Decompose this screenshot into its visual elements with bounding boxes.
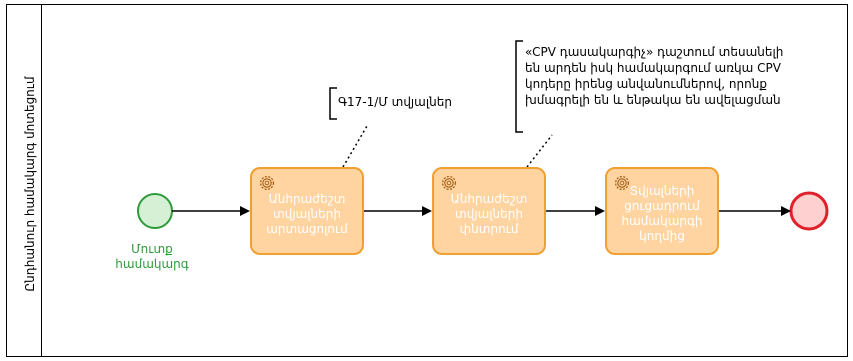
task-label: Անհրաժեշտ տվյալների փնտրում: [450, 191, 528, 236]
task-label: Անհրաժեշտ տվյալների արտացոլում: [266, 191, 348, 236]
annotation-bracket: [329, 87, 337, 120]
gear-icon: [614, 175, 630, 191]
end-event[interactable]: [789, 191, 829, 231]
annotation-text: «CPV դասակարգիչ» դաշտում տեսանելի են արդ…: [525, 45, 784, 107]
start-event-label: Մուտք համակարգ: [115, 242, 189, 271]
start-event[interactable]: [137, 193, 173, 229]
lane-header: Ընդհանուր համակարգ մոտեցում: [6, 4, 42, 357]
annotation-text: Գ17-1/Մ տվյալներ: [338, 95, 452, 109]
association-line[interactable]: [342, 125, 368, 168]
task-data-display[interactable]: Տվյալների ցուցադրում համակարգի կողմից: [605, 167, 719, 255]
task-data-search[interactable]: Անհրաժեշտ տվյալների փնտրում: [432, 167, 546, 255]
task-data-reflection[interactable]: Անհրաժեշտ տվյալների արտացոլում: [250, 167, 364, 255]
gear-icon: [259, 175, 275, 191]
annotation-bracket: [515, 40, 523, 133]
gear-icon: [441, 175, 457, 191]
association-line[interactable]: [526, 134, 553, 168]
task-label: Տվյալների ցուցադրում համակարգի կողմից: [621, 184, 703, 243]
